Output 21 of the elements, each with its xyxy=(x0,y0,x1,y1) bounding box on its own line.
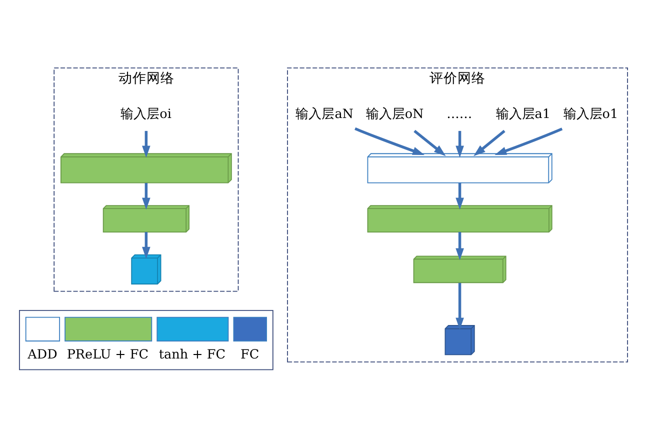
node-text: 输入层aN xyxy=(296,106,354,122)
legend-label: FC xyxy=(240,347,260,362)
arrow xyxy=(494,128,563,156)
node-text: 输入层o1 xyxy=(563,106,618,122)
arrow xyxy=(456,282,464,330)
node-text: 输入层oN xyxy=(366,106,424,122)
node-text: 输入层a1 xyxy=(496,106,551,122)
arrow xyxy=(456,130,464,158)
arrow xyxy=(414,130,446,156)
arrow xyxy=(354,127,425,155)
arrow xyxy=(142,232,150,259)
node-text: 输入层oi xyxy=(120,106,172,122)
node-text: …… xyxy=(446,106,472,122)
legend-label: ADD xyxy=(28,347,58,362)
arrow xyxy=(142,182,150,210)
arrow xyxy=(474,130,506,156)
legend-label: tanh + FC xyxy=(158,347,226,362)
arrow xyxy=(142,130,150,158)
arrow xyxy=(456,182,464,210)
legend-label: PReLU + FC xyxy=(66,347,148,362)
arrow xyxy=(456,232,464,260)
